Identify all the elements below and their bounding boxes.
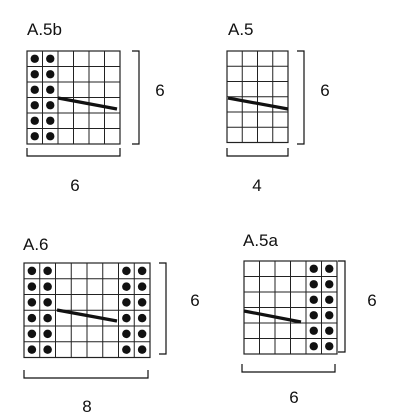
purl-dot-symbol	[30, 85, 39, 94]
height-label: 6	[155, 81, 164, 100]
purl-dot-symbol	[137, 266, 147, 276]
purl-dot-symbol	[122, 313, 131, 323]
height-label: 6	[367, 291, 376, 310]
purl-dot-symbol	[43, 266, 52, 276]
purl-dot-symbol	[325, 295, 334, 304]
purl-dot-symbol	[309, 342, 318, 351]
purl-dot-symbol	[309, 280, 318, 289]
purl-dot-symbol	[43, 313, 52, 323]
chart-title: A.5b	[27, 20, 62, 39]
purl-dot-symbol	[325, 311, 334, 320]
purl-dot-symbol	[309, 295, 318, 304]
width-bracket	[226, 148, 289, 157]
purl-dot-symbol	[43, 329, 52, 339]
purl-dot-symbol	[137, 313, 147, 323]
width-label: 6	[289, 388, 298, 407]
height-label: 6	[320, 81, 329, 100]
purl-dot-symbol	[309, 311, 318, 320]
chart-title: A.5a	[243, 231, 279, 250]
purl-dot-symbol	[43, 298, 52, 307]
purl-dot-symbol	[46, 70, 55, 79]
purl-dot-symbol	[27, 329, 37, 339]
purl-dot-symbol	[309, 326, 318, 335]
purl-dot-symbol	[46, 85, 55, 94]
purl-dot-symbol	[27, 266, 37, 276]
purl-dot-symbol	[137, 298, 147, 307]
chart-grid	[23, 262, 151, 359]
purl-dot-symbol	[30, 116, 39, 125]
width-label: 6	[70, 176, 79, 195]
width-bracket	[26, 148, 121, 157]
purl-dot-symbol	[27, 313, 37, 323]
purl-dot-symbol	[30, 101, 39, 110]
purl-dot-symbol	[122, 329, 131, 339]
purl-dot-symbol	[137, 345, 147, 354]
purl-dot-symbol	[30, 70, 39, 79]
chart-grid	[226, 50, 289, 144]
chart-a5: A.5 4 6	[226, 20, 330, 195]
purl-dot-symbol	[27, 345, 37, 354]
width-bracket	[241, 364, 336, 373]
purl-dot-symbol	[137, 282, 147, 291]
chart-grid	[26, 50, 121, 145]
height-bracket	[338, 260, 346, 353]
purl-dot-symbol	[30, 132, 39, 141]
width-label: 8	[82, 397, 91, 416]
purl-dot-symbol	[122, 266, 131, 276]
chart-grid	[243, 260, 338, 355]
purl-dot-symbol	[325, 342, 334, 351]
chart-a5a: A.5a 6 6	[241, 231, 377, 407]
slanted-stitch-line-symbol	[243, 309, 302, 324]
chart-title: A.5	[228, 20, 254, 39]
purl-dot-symbol	[46, 116, 55, 125]
purl-dot-symbol	[325, 280, 334, 289]
purl-dot-symbol	[43, 282, 52, 291]
slanted-stitch-line-symbol	[227, 96, 289, 111]
slanted-stitch-line-symbol	[57, 96, 118, 111]
purl-dot-symbol	[43, 345, 52, 354]
height-label: 6	[190, 291, 199, 310]
width-bracket	[23, 370, 149, 379]
chart-a6: A.6 8 6	[23, 235, 200, 416]
chart-title: A.6	[23, 235, 49, 254]
purl-dot-symbol	[122, 282, 131, 291]
width-label: 4	[252, 176, 261, 195]
purl-dot-symbol	[122, 345, 131, 354]
purl-dot-symbol	[325, 326, 334, 335]
purl-dot-symbol	[122, 298, 131, 307]
purl-dot-symbol	[46, 54, 55, 63]
chart-a5b: A.5b 6 6	[26, 20, 165, 195]
height-bracket	[159, 262, 167, 355]
purl-dot-symbol	[309, 264, 318, 273]
purl-dot-symbol	[30, 54, 39, 63]
height-bracket	[297, 50, 305, 145]
slanted-stitch-line-symbol	[56, 308, 118, 323]
purl-dot-symbol	[46, 101, 55, 110]
purl-dot-symbol	[137, 329, 147, 339]
purl-dot-symbol	[46, 132, 55, 141]
purl-dot-symbol	[325, 264, 334, 273]
height-bracket	[132, 50, 140, 145]
purl-dot-symbol	[27, 282, 37, 291]
purl-dot-symbol	[27, 298, 37, 307]
